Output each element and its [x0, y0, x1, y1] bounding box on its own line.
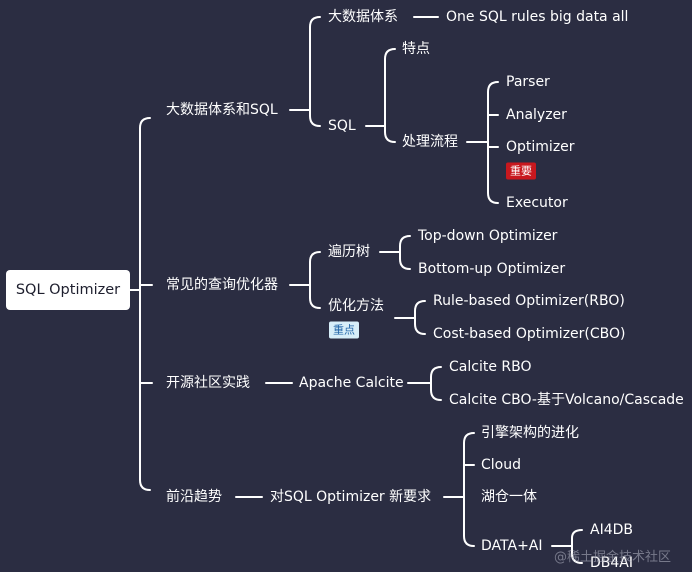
node-bigdata-system[interactable]: 大数据体系 [328, 9, 398, 25]
node-cloud[interactable]: Cloud [481, 457, 521, 473]
connector-sql-trunk [384, 48, 396, 143]
connector-flow-trunk [487, 81, 499, 204]
node-engine-evolution[interactable]: 引擎架构的进化 [481, 425, 579, 441]
node-top-down[interactable]: Top-down Optimizer [418, 228, 558, 244]
tag-important: 重要 [506, 162, 536, 180]
connector-traverse-trunk [399, 235, 411, 270]
node-step-executor[interactable]: Executor [506, 195, 568, 211]
node-common-optimizers[interactable]: 常见的查询优化器 [166, 277, 278, 293]
node-lakehouse[interactable]: 湖仓一体 [481, 489, 537, 505]
node-opensource[interactable]: 开源社区实践 [166, 375, 250, 391]
tag-key-point: 重点 [329, 321, 359, 339]
root-node[interactable]: SQL Optimizer [6, 270, 130, 310]
node-calcite-cbo[interactable]: Calcite CBO-基于Volcano/Cascade [449, 392, 684, 408]
node-step-analyzer[interactable]: Analyzer [506, 107, 567, 123]
connector-root-trunk [139, 117, 151, 491]
node-db4ai[interactable]: DB4AI [590, 555, 633, 571]
node-traverse-tree[interactable]: 遍历树 [328, 244, 370, 260]
node-sql-feature[interactable]: 特点 [402, 41, 430, 57]
watermark: @稀土掘金技术社区 [554, 550, 672, 565]
node-step-optimizer[interactable]: Optimizer [506, 139, 575, 155]
node-data-ai[interactable]: DATA+AI [481, 538, 543, 554]
connector-method-trunk [414, 300, 426, 335]
node-frontier[interactable]: 前沿趋势 [166, 489, 222, 505]
node-bigdata-sql[interactable]: 大数据体系和SQL [166, 102, 278, 118]
connector-bigdata-trunk [309, 16, 321, 127]
node-step-parser[interactable]: Parser [506, 74, 550, 90]
node-ai4db[interactable]: AI4DB [590, 522, 633, 538]
connector-req-trunk [463, 432, 475, 547]
node-new-requirements[interactable]: 对SQL Optimizer 新要求 [270, 489, 432, 505]
node-apache-calcite[interactable]: Apache Calcite [299, 375, 404, 391]
node-opt-method[interactable]: 优化方法 [328, 298, 384, 314]
node-cbo[interactable]: Cost-based Optimizer(CBO) [433, 326, 626, 342]
node-calcite-rbo[interactable]: Calcite RBO [449, 359, 532, 375]
connector-calcite-trunk [430, 366, 442, 401]
node-rbo[interactable]: Rule-based Optimizer(RBO) [433, 293, 625, 309]
node-bottom-up[interactable]: Bottom-up Optimizer [418, 261, 566, 277]
node-sql[interactable]: SQL [328, 118, 356, 134]
connector-common-trunk [309, 251, 321, 309]
node-sql-flow[interactable]: 处理流程 [402, 134, 458, 150]
node-one-sql[interactable]: One SQL rules big data all [446, 9, 629, 25]
